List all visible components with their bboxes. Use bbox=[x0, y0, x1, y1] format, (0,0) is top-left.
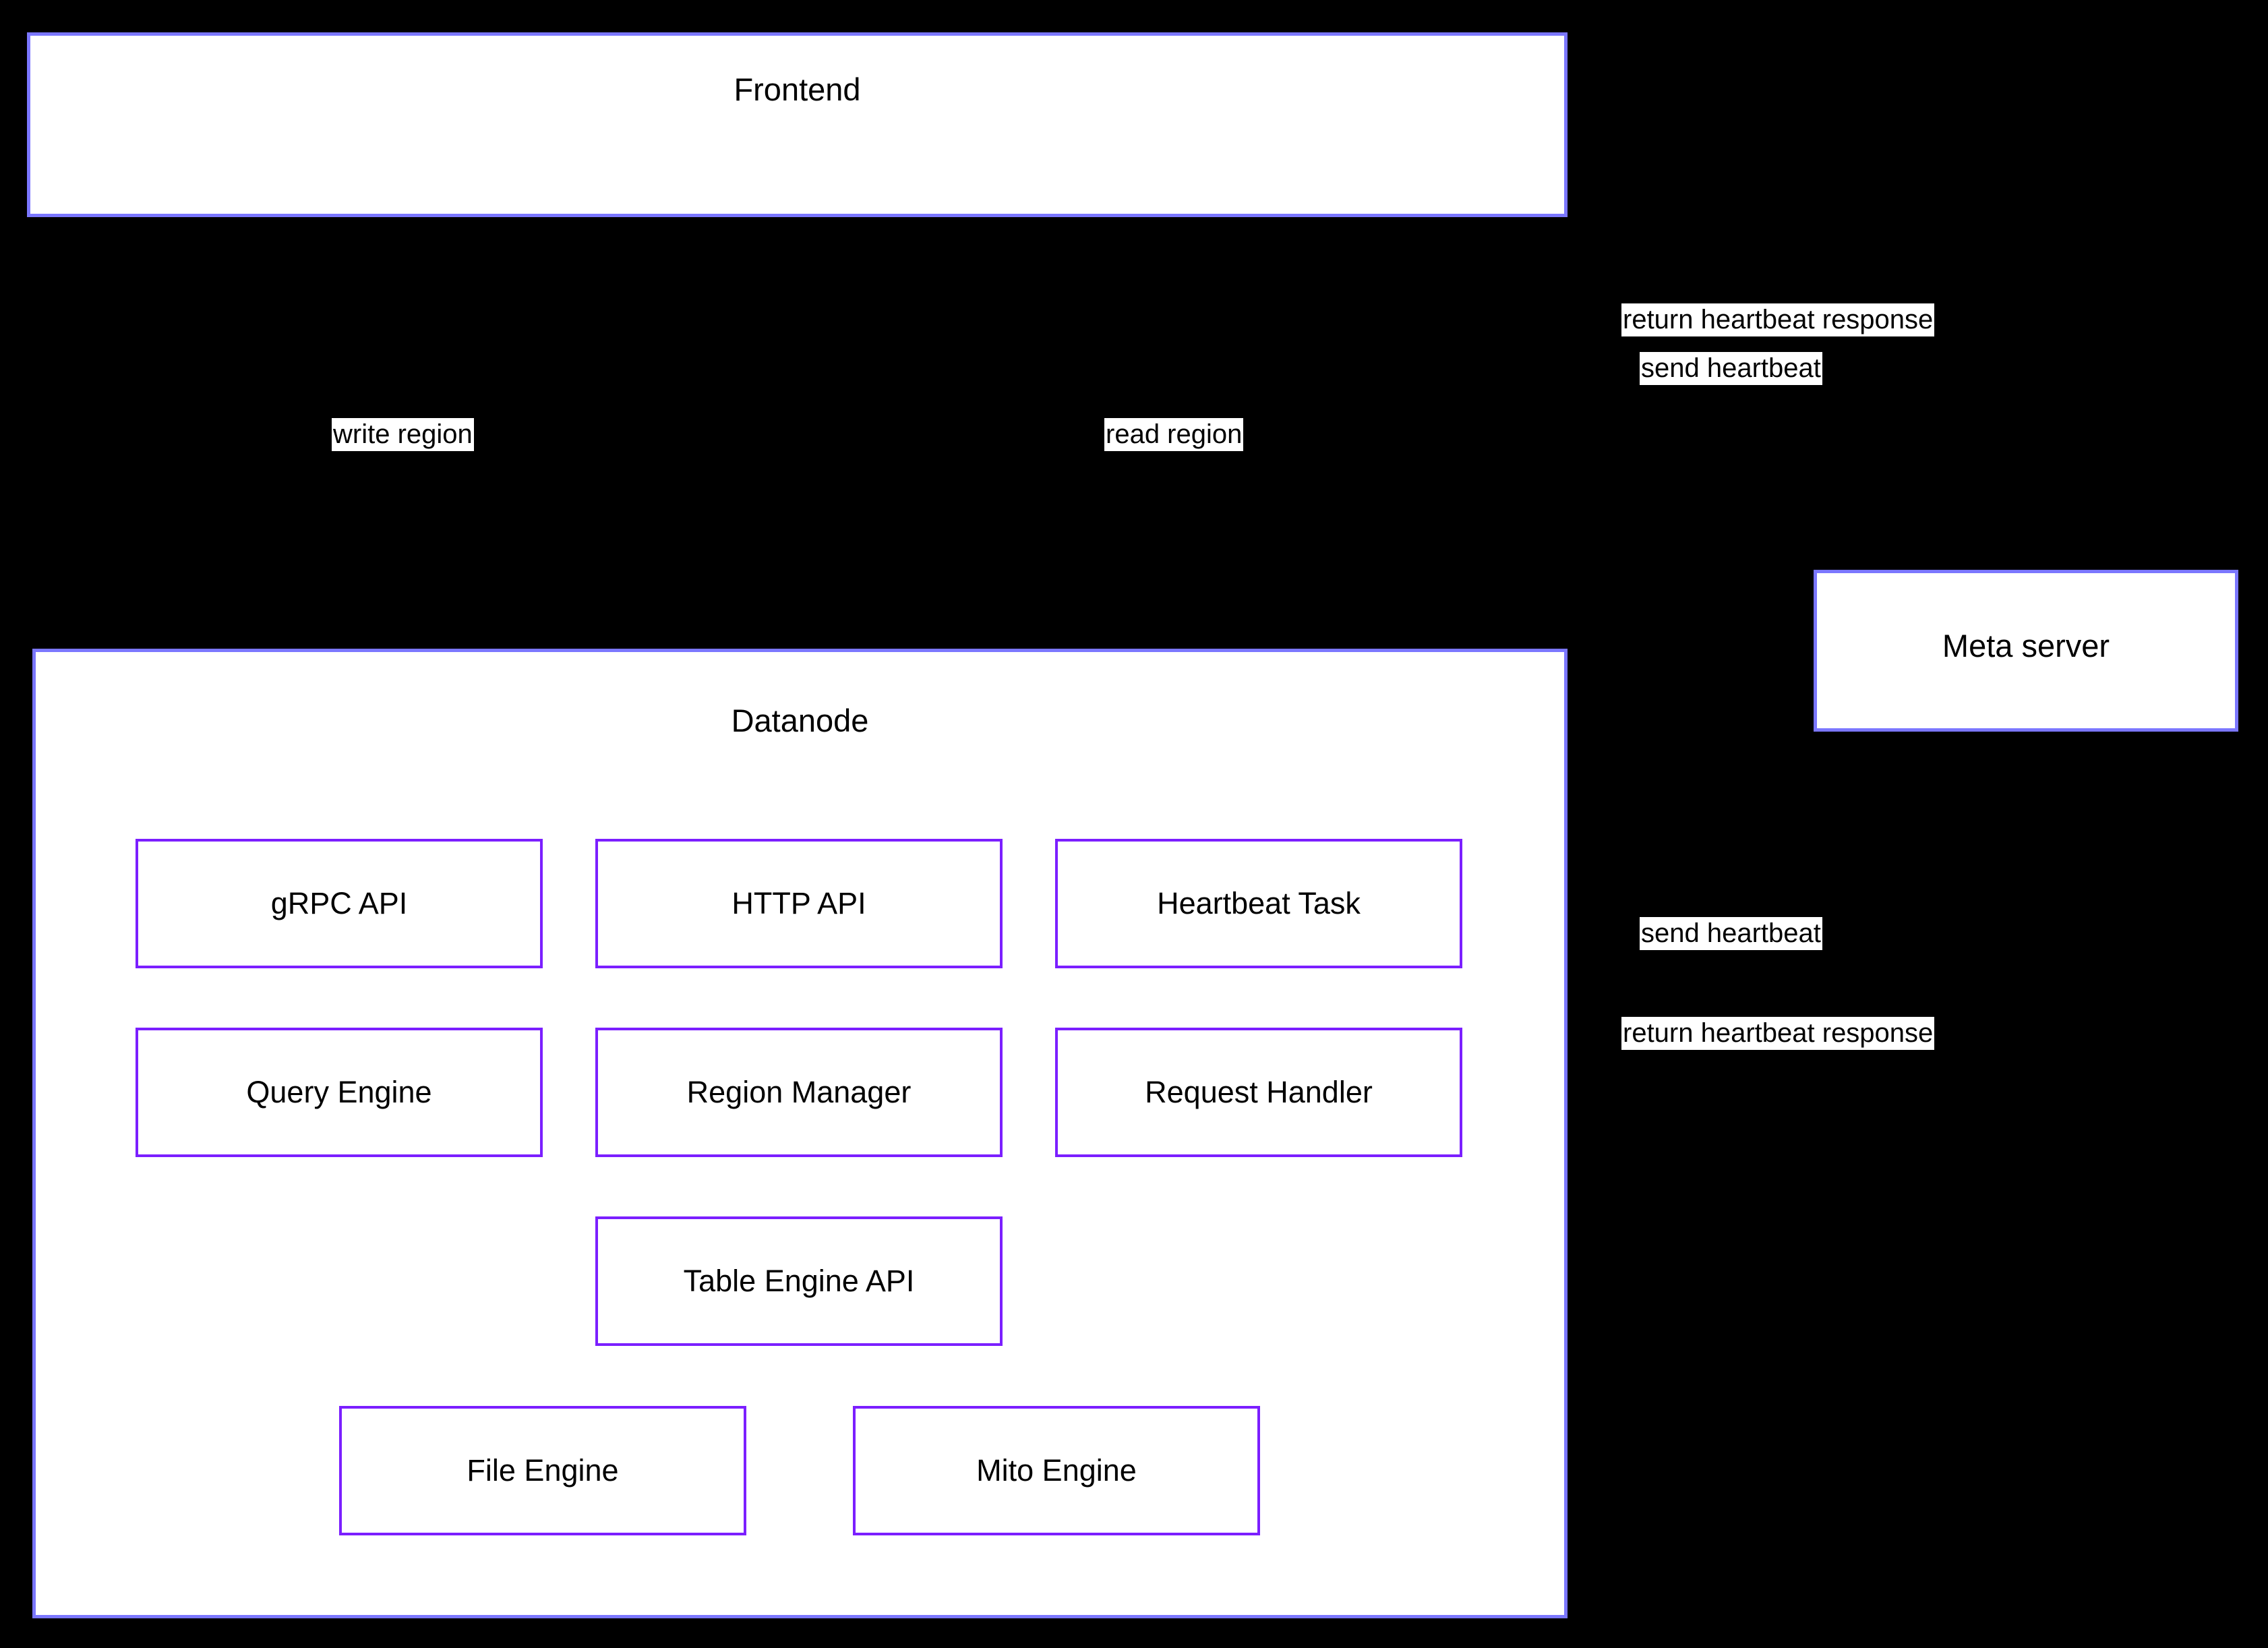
meta-server-box[interactable]: Meta server bbox=[1814, 570, 2238, 732]
module-label: Table Engine API bbox=[683, 1264, 915, 1299]
module-heartbeat-task[interactable]: Heartbeat Task bbox=[1055, 839, 1462, 968]
edge-label-read-region: read region bbox=[1104, 418, 1244, 452]
edge-label-frontend-return-heartbeat-response: return heartbeat response bbox=[1621, 303, 1935, 337]
module-label: Region Manager bbox=[686, 1075, 912, 1110]
module-label: HTTP API bbox=[732, 886, 866, 921]
frontend-box[interactable]: Frontend bbox=[27, 32, 1568, 217]
edge-label-frontend-send-heartbeat: send heartbeat bbox=[1640, 352, 1822, 386]
module-query-engine[interactable]: Query Engine bbox=[136, 1028, 543, 1157]
edge-label-write-region: write region bbox=[332, 418, 474, 452]
datanode-box[interactable]: Datanode gRPC API HTTP API Heartbeat Tas… bbox=[32, 649, 1568, 1618]
module-label: File Engine bbox=[467, 1453, 619, 1488]
module-label: Query Engine bbox=[246, 1075, 432, 1110]
meta-server-title: Meta server bbox=[1942, 628, 2110, 664]
edge-label-datanode-send-heartbeat: send heartbeat bbox=[1640, 917, 1822, 951]
module-mito-engine[interactable]: Mito Engine bbox=[853, 1406, 1260, 1535]
module-label: Heartbeat Task bbox=[1157, 886, 1361, 921]
datanode-title: Datanode bbox=[731, 703, 869, 738]
module-table-engine-api[interactable]: Table Engine API bbox=[595, 1216, 1003, 1346]
module-file-engine[interactable]: File Engine bbox=[339, 1406, 746, 1535]
module-label: gRPC API bbox=[270, 886, 408, 921]
module-request-handler[interactable]: Request Handler bbox=[1055, 1028, 1462, 1157]
module-http-api[interactable]: HTTP API bbox=[595, 839, 1003, 968]
edge-label-datanode-return-heartbeat-response: return heartbeat response bbox=[1621, 1017, 1935, 1051]
module-region-manager[interactable]: Region Manager bbox=[595, 1028, 1003, 1157]
edge-datanode-send-heartbeat-meta bbox=[1568, 729, 1868, 939]
module-label: Mito Engine bbox=[976, 1453, 1137, 1488]
frontend-title: Frontend bbox=[734, 71, 861, 107]
module-label: Request Handler bbox=[1145, 1075, 1373, 1110]
module-grpc-api[interactable]: gRPC API bbox=[136, 839, 543, 968]
